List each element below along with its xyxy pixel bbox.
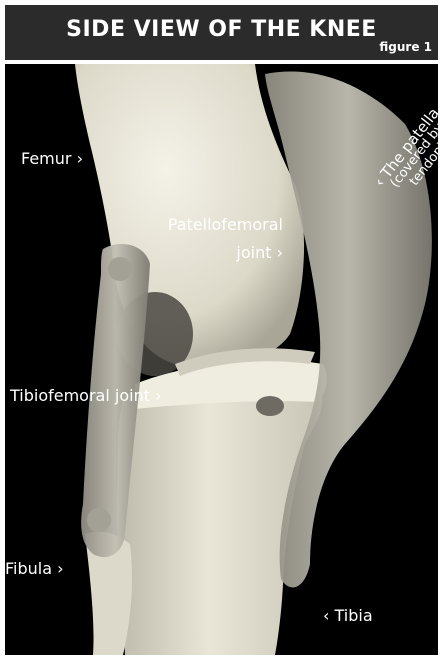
label-tibiofemoral: Tibiofemoral joint ›: [10, 385, 161, 407]
figure-title: SIDE VIEW OF THE KNEE: [5, 17, 438, 42]
ligament-attachment-bottom: [87, 508, 111, 532]
label-patellofemoral-line1: Patellofemoral: [135, 214, 283, 236]
label-tibia: ‹ Tibia: [323, 605, 373, 627]
knee-illustration: Femur › Patellofemoral joint › Tibiofemo…: [5, 64, 438, 655]
label-fibula: Fibula ›: [5, 558, 64, 580]
ligament-attachment-top: [108, 257, 132, 281]
figure-header: SIDE VIEW OF THE KNEE figure 1: [5, 5, 438, 60]
figure-number: figure 1: [379, 40, 432, 54]
label-femur: Femur ›: [21, 148, 83, 170]
label-patellofemoral-line2: joint ›: [135, 242, 283, 264]
tibial-tubercle: [256, 396, 284, 416]
